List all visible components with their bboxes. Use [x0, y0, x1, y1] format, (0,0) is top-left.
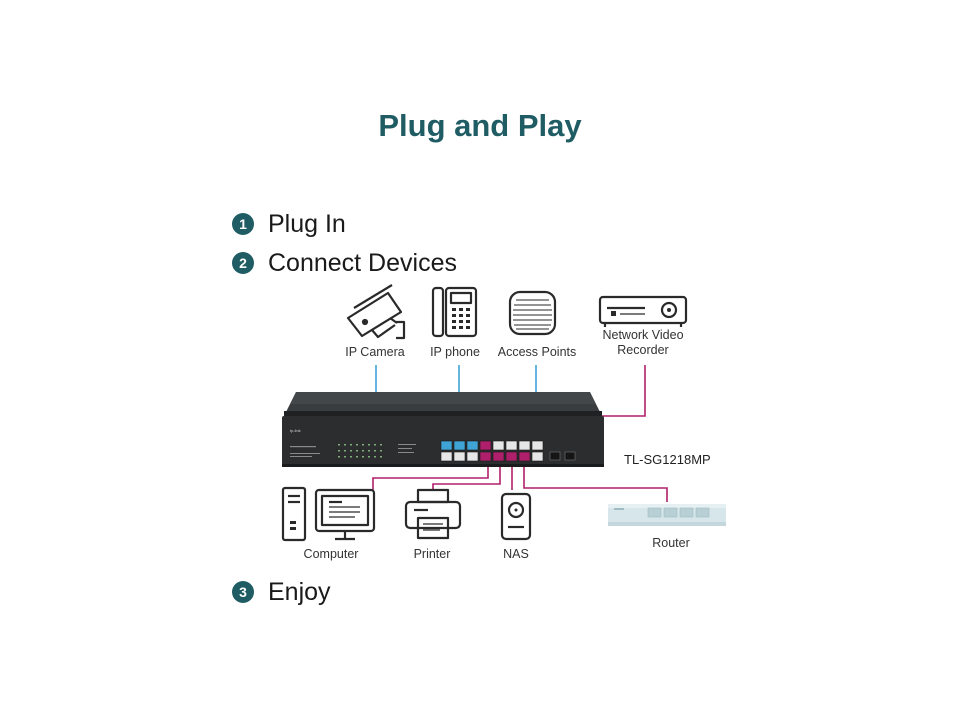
network-switch: tp-link	[282, 392, 604, 467]
nas-label: NAS	[503, 547, 529, 561]
access-point-icon	[508, 290, 557, 336]
nvr-label-line2: Recorder	[617, 343, 668, 357]
computer-label: Computer	[304, 547, 359, 561]
step-plug-in: 1 Plug In	[232, 209, 346, 239]
nas-icon	[500, 492, 532, 541]
mode-indicators	[398, 444, 416, 453]
printer-icon	[404, 488, 462, 540]
step-label: Plug In	[268, 209, 346, 238]
step-label: Connect Devices	[268, 248, 457, 277]
sfp-ports	[549, 451, 576, 461]
page-title: Plug and Play	[378, 108, 582, 143]
nvr-label-line1: Network Video	[602, 328, 683, 342]
router-icon	[608, 504, 726, 526]
router-label: Router	[652, 536, 690, 550]
step-label: Enjoy	[268, 577, 331, 606]
ip-camera-label: IP Camera	[345, 345, 405, 359]
switch-model-label: TL-SG1218MP	[624, 452, 711, 467]
ethernet-ports	[440, 440, 544, 462]
led-indicators	[338, 444, 382, 458]
nvr-icon	[598, 295, 688, 327]
step-connect-devices: 2 Connect Devices	[232, 248, 457, 278]
step-number-badge: 3	[232, 581, 254, 603]
ip-phone-icon	[431, 286, 478, 338]
step-number-badge: 1	[232, 213, 254, 235]
ip-camera-icon	[346, 284, 406, 340]
front-panel-text	[290, 446, 320, 457]
step-number-badge: 2	[232, 252, 254, 274]
brand-logo: tp-link	[290, 428, 301, 433]
step-enjoy: 3 Enjoy	[232, 577, 331, 607]
access-points-label: Access Points	[498, 345, 577, 359]
printer-label: Printer	[414, 547, 451, 561]
computer-icon	[281, 486, 376, 542]
ip-phone-label: IP phone	[430, 345, 480, 359]
